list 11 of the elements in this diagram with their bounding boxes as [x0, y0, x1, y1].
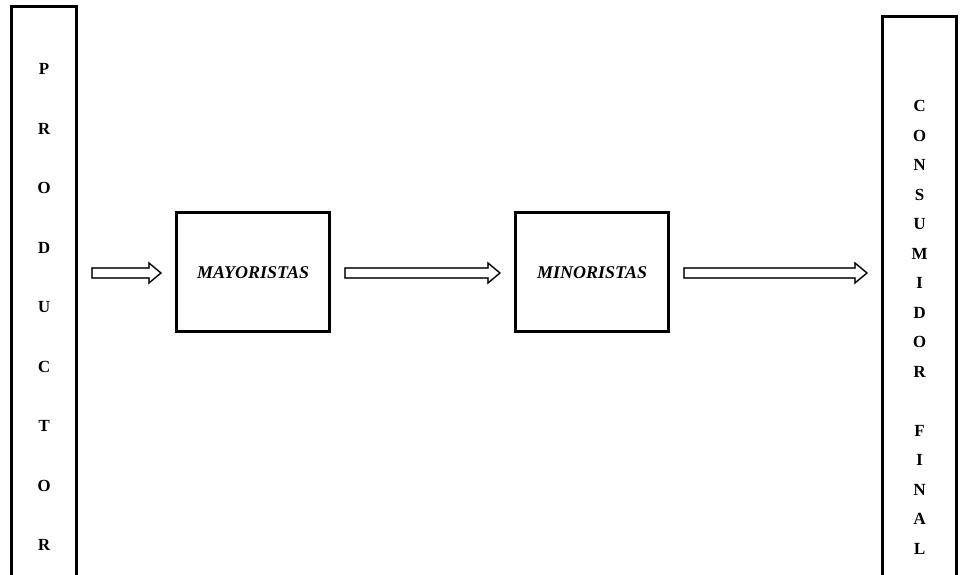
arrow	[344, 261, 502, 285]
box-label: MINORISTAS	[536, 262, 648, 282]
arrow	[91, 261, 162, 285]
box-label: MAYORISTAS	[196, 262, 310, 282]
vertical-box	[10, 5, 78, 575]
vertical-label: PRODUCTOR	[36, 58, 52, 556]
vertical-box	[881, 15, 958, 575]
vertical-label: CONSUMIDOR FINAL	[910, 95, 929, 560]
process-box	[175, 211, 331, 333]
process-box	[514, 211, 670, 333]
arrow	[683, 261, 868, 285]
